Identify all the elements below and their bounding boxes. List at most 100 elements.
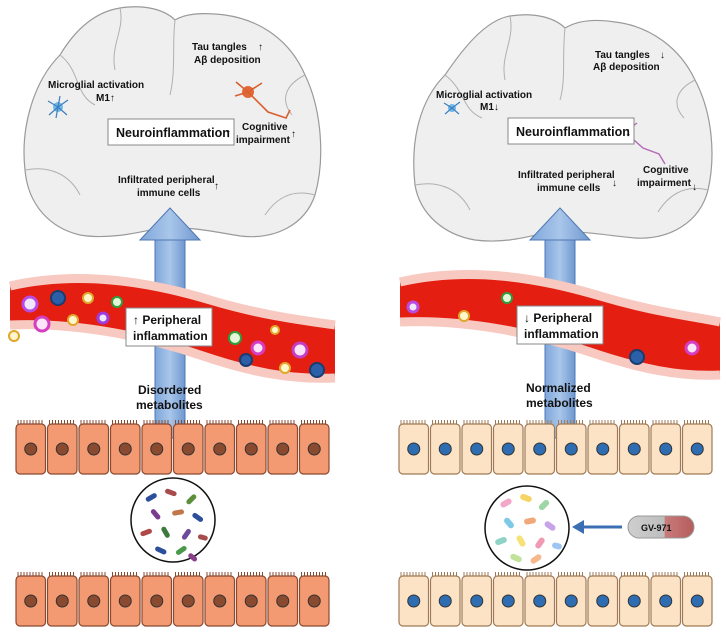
- infiltrated-arrow-right: ↓: [612, 178, 617, 189]
- microvilli: [621, 572, 646, 576]
- cell-nucleus: [533, 594, 547, 608]
- microvilli: [206, 572, 232, 576]
- cell-nucleus: [659, 442, 673, 456]
- cell-nucleus: [24, 442, 38, 456]
- metabolites-label-2: metabolites: [136, 398, 203, 412]
- peripheral-label-1-right: ↓ Peripheral: [524, 311, 592, 325]
- microvilli: [269, 572, 295, 576]
- microvilli: [589, 420, 615, 424]
- gv971-arrow: [572, 520, 622, 534]
- metabolites-label-2-right: metabolites: [526, 396, 593, 410]
- microglia-label-right: Microglial activation: [436, 90, 532, 101]
- cell-nucleus: [118, 442, 132, 456]
- neuron-icon: [234, 81, 291, 119]
- gv971-label: GV-971: [641, 523, 672, 533]
- cell-nucleus: [564, 442, 578, 456]
- cell-nucleus: [438, 442, 452, 456]
- metabolites-label-1-right: Normalized: [526, 381, 591, 395]
- cell-nucleus: [118, 594, 132, 608]
- cell-nucleus: [276, 594, 290, 608]
- microvilli: [175, 572, 200, 576]
- microvilli: [238, 420, 263, 424]
- microvilli: [684, 572, 709, 576]
- cell-nucleus: [438, 594, 452, 608]
- cell-nucleus: [150, 442, 164, 456]
- infiltrated-arrow: ↑: [214, 181, 219, 192]
- microvilli: [589, 572, 615, 576]
- neuroinflammation-box-right: [507, 117, 635, 145]
- microvilli: [432, 420, 457, 424]
- microvilli: [80, 420, 106, 424]
- cognitive-label-1-right: Cognitive: [643, 165, 689, 176]
- peripheral-label-2: inflammation: [133, 329, 208, 343]
- microglia-label: Microglial activation: [48, 80, 144, 91]
- cell-nucleus: [501, 594, 515, 608]
- tau-label: Tau tangles: [192, 42, 247, 53]
- cognitive-arrow-right: ↓: [692, 182, 697, 193]
- microvilli: [495, 420, 520, 424]
- microvilli: [49, 572, 74, 576]
- abeta-label-right: Aβ deposition: [593, 62, 660, 73]
- microglia-icon-right: [443, 101, 461, 115]
- microvilli: [495, 572, 520, 576]
- microvilli: [143, 420, 169, 424]
- cell-nucleus: [55, 442, 69, 456]
- microvilli: [463, 420, 489, 424]
- cell-nucleus: [470, 442, 484, 456]
- infiltrated-label-2-right: immune cells: [537, 183, 601, 194]
- peripheral-box: [125, 307, 213, 347]
- microvilli: [652, 420, 678, 424]
- infiltrated-label-1: Infiltrated peripheral: [118, 175, 215, 186]
- neuroinflammation-arrow: ↑: [225, 126, 231, 140]
- cell-nucleus: [244, 594, 258, 608]
- cell-nucleus: [470, 594, 484, 608]
- neuroinflammation-arrow-right: ↓: [625, 125, 631, 139]
- neuroinflammation-box: [107, 118, 235, 146]
- microvilli: [400, 572, 426, 576]
- metabolites-label-1: Disordered: [138, 383, 201, 397]
- microvilli: [238, 572, 263, 576]
- microvilli: [432, 572, 457, 576]
- microvilli: [175, 420, 200, 424]
- cell-nucleus: [407, 594, 421, 608]
- cell-nucleus: [627, 442, 641, 456]
- cell-nucleus: [213, 594, 227, 608]
- microvilli: [17, 420, 43, 424]
- left-epithelium-bottom: [15, 572, 330, 627]
- infiltrated-label-1-right: Infiltrated peripheral: [518, 170, 615, 181]
- microvilli: [526, 572, 552, 576]
- cell-nucleus: [150, 594, 164, 608]
- tau-arrow-right: ↓: [660, 50, 665, 61]
- microvilli: [143, 572, 169, 576]
- microvilli: [558, 420, 583, 424]
- cell-nucleus: [533, 442, 547, 456]
- gv971-pill-icon: [627, 515, 695, 539]
- cell-nucleus: [307, 594, 321, 608]
- cell-nucleus: [181, 594, 195, 608]
- cell-nucleus: [501, 442, 515, 456]
- tau-label-right: Tau tangles: [595, 50, 650, 61]
- peripheral-label-2-right: inflammation: [524, 327, 599, 341]
- right-microbiota: [484, 485, 570, 571]
- cell-nucleus: [407, 442, 421, 456]
- microvilli: [206, 420, 232, 424]
- left-blood-vessel: [8, 274, 336, 383]
- cognitive-label-1: Cognitive: [242, 122, 288, 133]
- m1-label-right: M1↓: [480, 102, 499, 113]
- cell-nucleus: [181, 442, 195, 456]
- right-epithelium-top: [398, 420, 713, 475]
- cell-nucleus: [24, 594, 38, 608]
- neuroinflammation-label-right: Neuroinflammation: [516, 125, 630, 139]
- cell-nucleus: [276, 442, 290, 456]
- microvilli: [112, 572, 137, 576]
- tau-arrow: ↑: [258, 42, 263, 53]
- cell-nucleus: [307, 442, 321, 456]
- cell-nucleus: [627, 594, 641, 608]
- cell-nucleus: [244, 442, 258, 456]
- left-epithelium-top: [15, 420, 330, 475]
- microvilli: [112, 420, 137, 424]
- cell-nucleus: [55, 594, 69, 608]
- microvilli: [621, 420, 646, 424]
- cell-nucleus: [596, 442, 610, 456]
